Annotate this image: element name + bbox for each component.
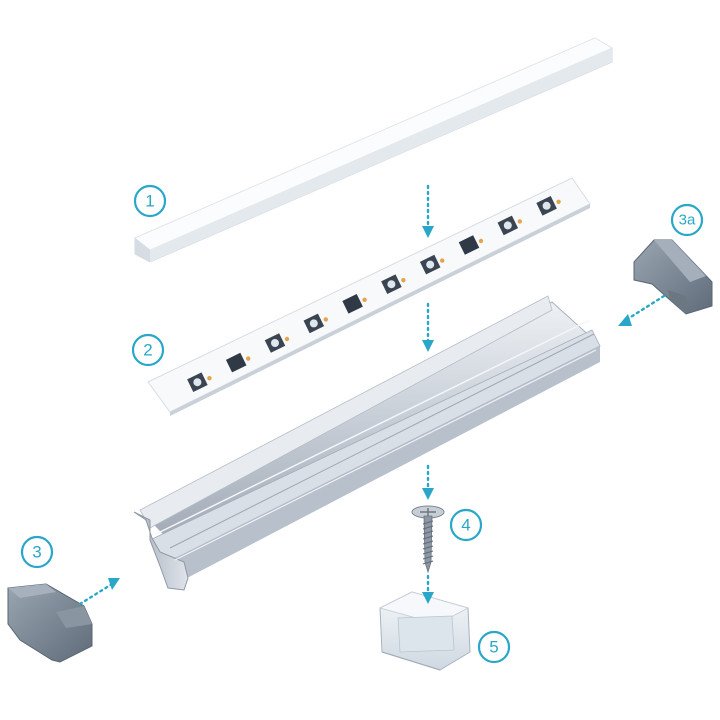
led-chip <box>497 215 522 236</box>
screw <box>411 505 445 574</box>
led-chip <box>303 313 328 334</box>
resistor <box>342 294 367 314</box>
end-cap-right <box>633 239 713 315</box>
callout-3: 3 <box>20 535 54 569</box>
diffuser-cover <box>134 37 613 263</box>
arrow-screw-to-clip <box>422 574 434 604</box>
callout-4: 4 <box>449 508 483 542</box>
callout-3a: 3a <box>670 203 704 237</box>
svg-text:2: 2 <box>143 341 152 360</box>
svg-text:3a: 3a <box>679 212 696 229</box>
end-cap-left <box>7 583 93 663</box>
arrow-right-cap <box>618 294 666 326</box>
callout-5: 5 <box>477 630 511 664</box>
led-strip-components <box>187 196 561 392</box>
arrow-screw-down <box>422 464 434 500</box>
callout-1: 1 <box>133 184 167 218</box>
arrow-left-cap <box>78 578 120 606</box>
led-chip <box>187 372 212 392</box>
svg-text:3: 3 <box>32 543 41 562</box>
svg-text:5: 5 <box>489 638 498 657</box>
arrow-strip-to-profile <box>422 302 434 352</box>
svg-text:4: 4 <box>461 516 470 535</box>
aluminum-profile <box>133 295 601 591</box>
svg-text:1: 1 <box>145 192 154 211</box>
led-chip <box>381 274 406 294</box>
callout-2: 2 <box>131 333 165 367</box>
screw-threads <box>422 520 434 565</box>
mounting-clip <box>378 591 471 671</box>
led-chip <box>264 333 290 353</box>
resistor <box>225 352 251 373</box>
led-chip <box>419 254 445 275</box>
led-chip <box>536 196 561 216</box>
resistor <box>458 235 484 255</box>
arrow-diffuser-to-strip <box>422 184 434 238</box>
led-strip <box>147 177 591 416</box>
